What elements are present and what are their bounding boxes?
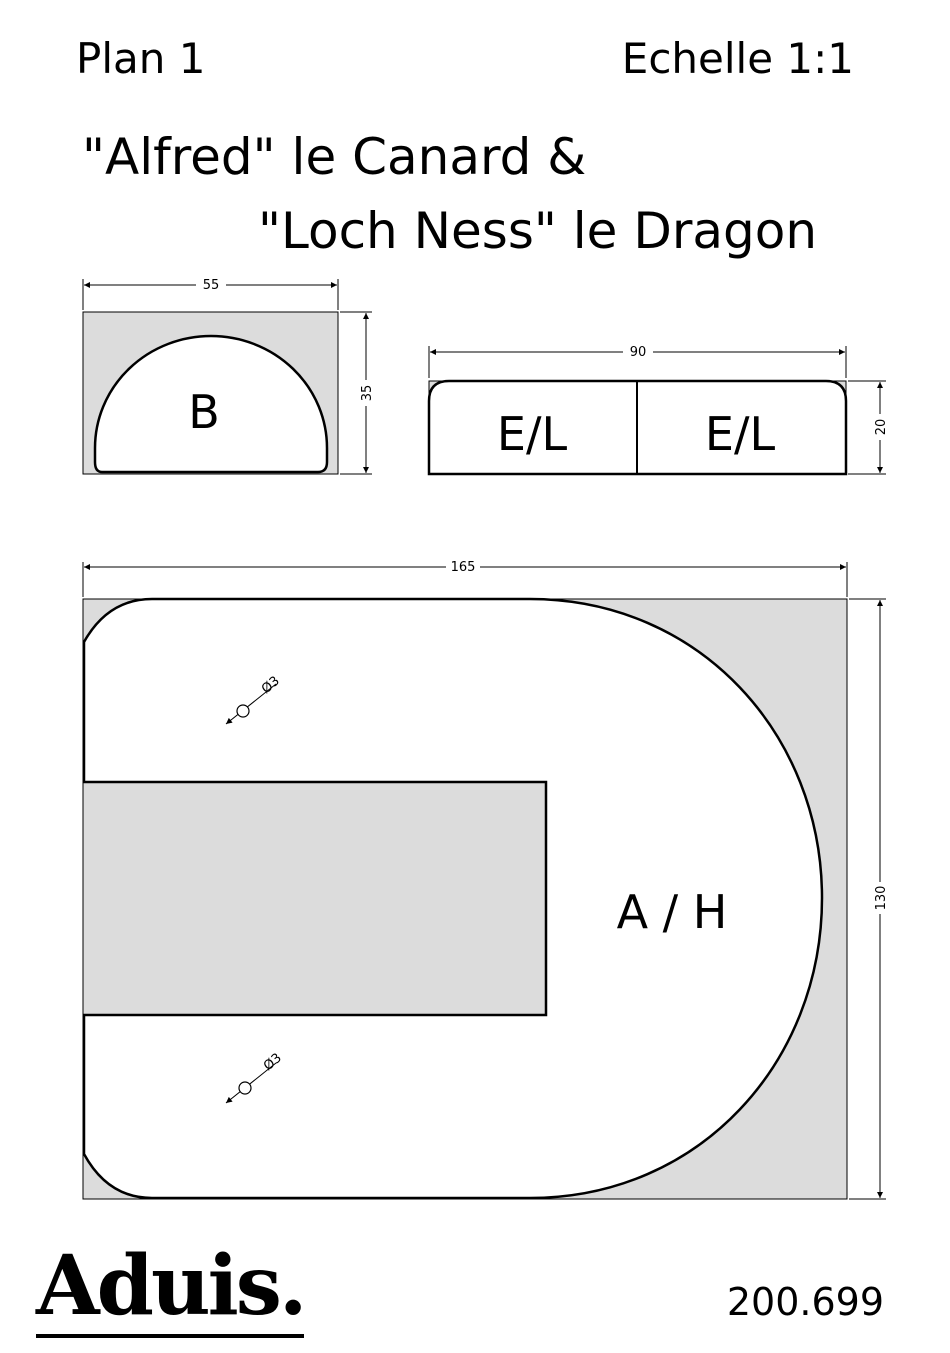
brand-logo-text: Aduis.: [36, 1238, 304, 1338]
part-el-label-right: E/L: [705, 407, 776, 461]
part-ah: A / H Ø3 Ø3 165 130: [83, 559, 889, 1199]
hole-top-circle: [237, 705, 249, 717]
part-ah-height-dim: 130: [874, 886, 889, 911]
reference-number: 200.699: [727, 1280, 884, 1324]
part-el-width-dim: 90: [630, 345, 647, 360]
part-el-label-left: E/L: [497, 407, 568, 461]
part-b: B 55 35: [83, 277, 375, 474]
hole-bottom-circle: [239, 1082, 251, 1094]
part-b-height-dim: 35: [360, 385, 375, 402]
part-el: E/L E/L 90 20: [429, 344, 889, 474]
part-el-height-dim: 20: [874, 419, 889, 436]
part-ah-label: A / H: [617, 885, 728, 939]
part-ah-width-dim: 165: [451, 560, 476, 575]
part-b-width-dim: 55: [203, 278, 220, 293]
brand-logo: Aduis.: [36, 1238, 304, 1334]
part-b-label: B: [188, 385, 220, 439]
